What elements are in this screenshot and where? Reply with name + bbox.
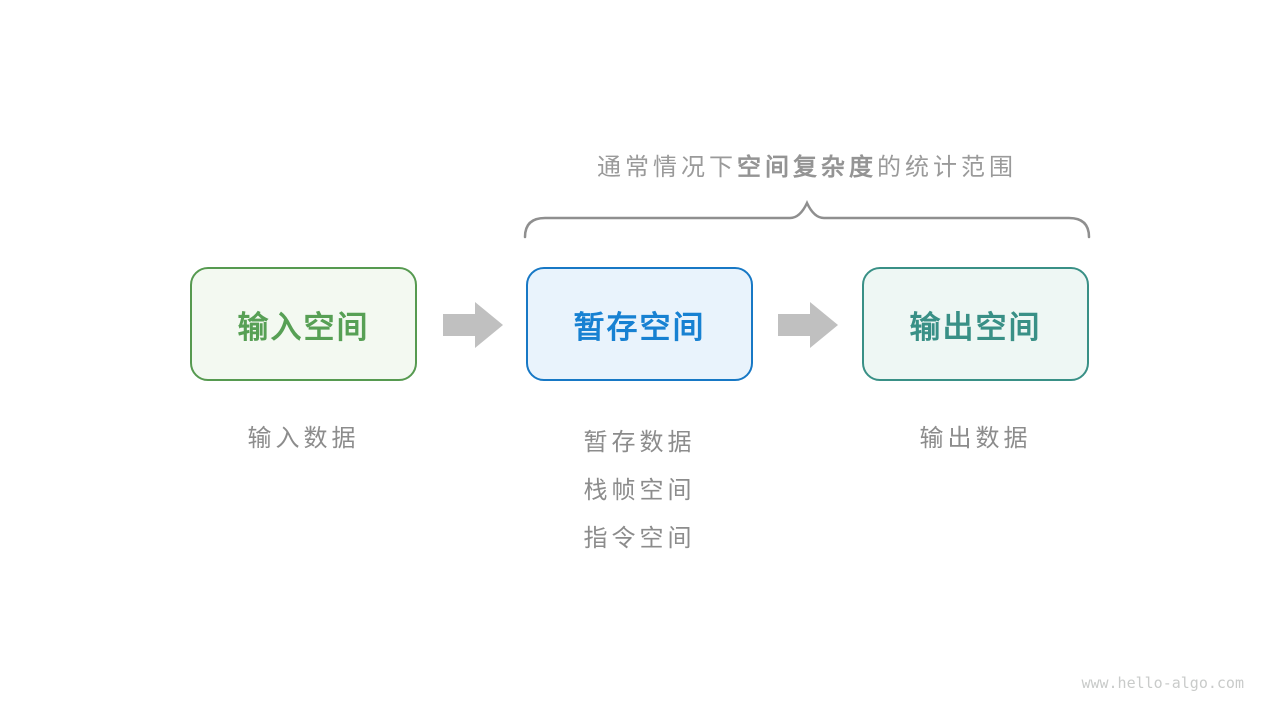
- title-emphasis: 空间复杂度: [737, 154, 877, 181]
- box-input-space: 输入空间: [190, 267, 417, 381]
- box-buffer-space-label: 暂存空间: [573, 309, 706, 345]
- title-prefix: 通常情况下: [597, 154, 737, 181]
- diagram-title: 通常情况下空间复杂度的统计范围: [507, 147, 1107, 182]
- box-output-space-label: 输出空间: [909, 309, 1042, 345]
- watermark: www.hello-algo.com: [1081, 674, 1244, 692]
- overbrace-icon: [523, 200, 1091, 239]
- box-buffer-space: 暂存空间: [526, 267, 753, 381]
- annotation-buffer-data: 暂存数据: [583, 428, 696, 456]
- arrow-right-icon: [443, 302, 503, 348]
- annotation-input-data: 输入数据: [247, 425, 360, 452]
- arrow-right-icon: [778, 302, 838, 348]
- annotation-stack-frame-space: 栈帧空间: [583, 476, 696, 504]
- annotation-instruction-space: 指令空间: [583, 524, 696, 552]
- box-input-space-label: 输入空间: [237, 309, 370, 345]
- annotation-output-data: 输出数据: [919, 425, 1032, 452]
- title-suffix: 的统计范围: [877, 154, 1017, 181]
- box-output-space: 输出空间: [862, 267, 1089, 381]
- annotation-buffer-list: 暂存数据 栈帧空间 指令空间: [526, 415, 753, 559]
